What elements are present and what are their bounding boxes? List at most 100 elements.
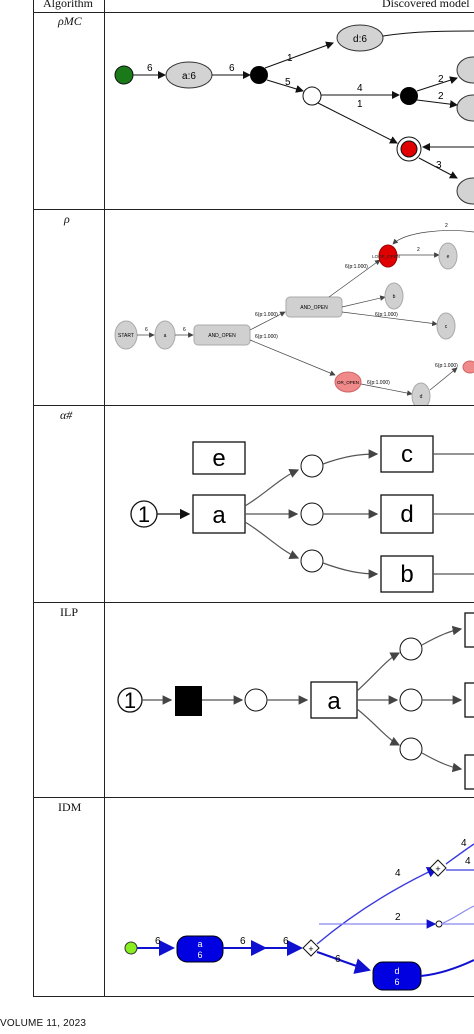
alpha-graph: 1 a e c d b xyxy=(130,435,474,593)
transition-c xyxy=(380,435,434,473)
ilp-graph: 1 a xyxy=(117,612,474,790)
edge-d-out xyxy=(420,959,474,977)
silent-transition xyxy=(175,686,202,716)
and-open-node xyxy=(193,324,251,346)
activity-node-clipped-3 xyxy=(456,177,474,205)
edge-label: 3 xyxy=(436,160,442,171)
edge-a-p1 xyxy=(244,469,300,507)
edge-label: 5 xyxy=(285,77,291,88)
gateway-node-2 xyxy=(400,87,418,105)
edge-label: 6(p:1.000) xyxy=(255,334,278,340)
place-3 xyxy=(399,688,423,712)
activity-node-b xyxy=(384,282,404,310)
place-2 xyxy=(300,502,324,526)
activity-node-d xyxy=(336,24,384,52)
edge-and-loop xyxy=(328,259,381,298)
transition-b xyxy=(380,555,434,593)
edge-right-top xyxy=(416,76,458,92)
edge-gateway-up xyxy=(316,867,439,945)
loop-open-node xyxy=(378,244,398,268)
edge-a-p3 xyxy=(244,521,300,559)
idm-graph: 6 a 6 6 6 + 4 + 4 4 2 6 d 6 xyxy=(124,838,474,991)
end-node xyxy=(400,140,418,158)
column-divider xyxy=(104,0,105,996)
edge-mid-out xyxy=(440,905,474,925)
edge-label: 6 xyxy=(240,936,246,947)
edge-a-p2 xyxy=(356,652,401,692)
node-label: c xyxy=(445,324,448,330)
gateway-plus-icon: + xyxy=(308,944,313,954)
activity-node-e xyxy=(438,242,458,270)
parallel-gateway-2 xyxy=(429,859,447,877)
start-node xyxy=(114,65,134,85)
gateway-plus-icon: + xyxy=(435,864,440,874)
transition-clipped-2 xyxy=(464,682,474,718)
place-2 xyxy=(399,637,423,661)
algorithm-label-alpha: α# xyxy=(60,408,73,422)
algorithm-label-rho: ρ xyxy=(64,212,70,226)
edge-label: 2 xyxy=(438,74,444,85)
model-rhomc: 6 a:6 6 1 d:6 5 4 1 2 2 3 xyxy=(105,13,474,209)
node-label: a xyxy=(197,939,202,949)
edge-label: 2 xyxy=(417,247,420,253)
edge-or-d xyxy=(360,383,413,396)
transition-a xyxy=(310,681,358,719)
edge-label: 6 xyxy=(335,954,341,965)
results-table xyxy=(33,0,474,997)
place-4 xyxy=(399,737,423,761)
edge-label: 2 xyxy=(395,912,401,923)
edge-right-bottom xyxy=(416,99,458,109)
activity-node-c xyxy=(436,312,456,340)
edge-label: 6(p:1.000) xyxy=(367,380,390,386)
edge-d-out xyxy=(429,367,458,391)
model-idm: 6 a 6 6 6 + 4 + 4 4 2 6 d 6 xyxy=(105,798,474,995)
row-divider-3 xyxy=(33,602,474,603)
activity-node-d xyxy=(411,382,431,405)
node-label: d xyxy=(400,501,413,528)
node-label: AND_OPEN xyxy=(300,305,328,311)
model-rho: START 6 a 6 AND_OPEN 6(p:1.000) AND_OPEN… xyxy=(105,210,474,405)
edge-and-c xyxy=(341,311,438,327)
page-footer: VOLUME 11, 2023 xyxy=(0,1018,87,1029)
edge-label: 6 xyxy=(229,63,235,74)
row-divider-4 xyxy=(33,797,474,798)
node-label: a xyxy=(327,688,341,715)
header-divider xyxy=(33,12,474,13)
transition-clipped-1 xyxy=(464,612,474,648)
node-label: e xyxy=(212,445,225,472)
edge-a-p4 xyxy=(356,708,401,746)
edge-black-d xyxy=(264,41,334,69)
edge-label: 6(p:1.000) xyxy=(435,363,458,369)
activity-node-clipped xyxy=(456,56,474,84)
model-alpha-sharp: 1 a e c d b xyxy=(105,406,474,602)
node-label: c xyxy=(401,441,413,468)
or-close-node xyxy=(462,360,474,374)
edge-p3-b xyxy=(322,562,379,579)
edge-and-or xyxy=(249,339,336,376)
edge-label: 6(p:1.000) xyxy=(255,312,278,318)
edge-p4-out xyxy=(421,752,463,773)
edge-label: 2 xyxy=(438,91,444,102)
place-token: 1 xyxy=(124,688,136,713)
edge-label: 6(p:1.000) xyxy=(345,264,368,270)
edge-label: 2 xyxy=(445,223,448,229)
activity-node-clipped-2 xyxy=(456,94,474,122)
place-token: 1 xyxy=(138,502,150,527)
edge-label: 1 xyxy=(287,53,293,64)
algorithm-label-rhomc: ρMC xyxy=(58,14,82,28)
edge-label: 4 xyxy=(357,83,363,94)
edge-label: 6 xyxy=(283,936,289,947)
node-label: e xyxy=(447,254,450,260)
edge-and-and xyxy=(249,311,286,331)
node-label: a xyxy=(212,502,226,529)
edge-top-out xyxy=(445,843,474,865)
edge-black-white xyxy=(266,79,304,93)
algorithm-label-ilp: ILP xyxy=(60,605,78,619)
node-label: a xyxy=(164,333,167,339)
node-label: START xyxy=(118,333,134,339)
place-node xyxy=(302,86,322,106)
place-1 xyxy=(244,688,268,712)
gateway-node xyxy=(250,66,268,84)
edge-label: 6 xyxy=(147,63,153,74)
edge-label: 6 xyxy=(155,936,161,947)
